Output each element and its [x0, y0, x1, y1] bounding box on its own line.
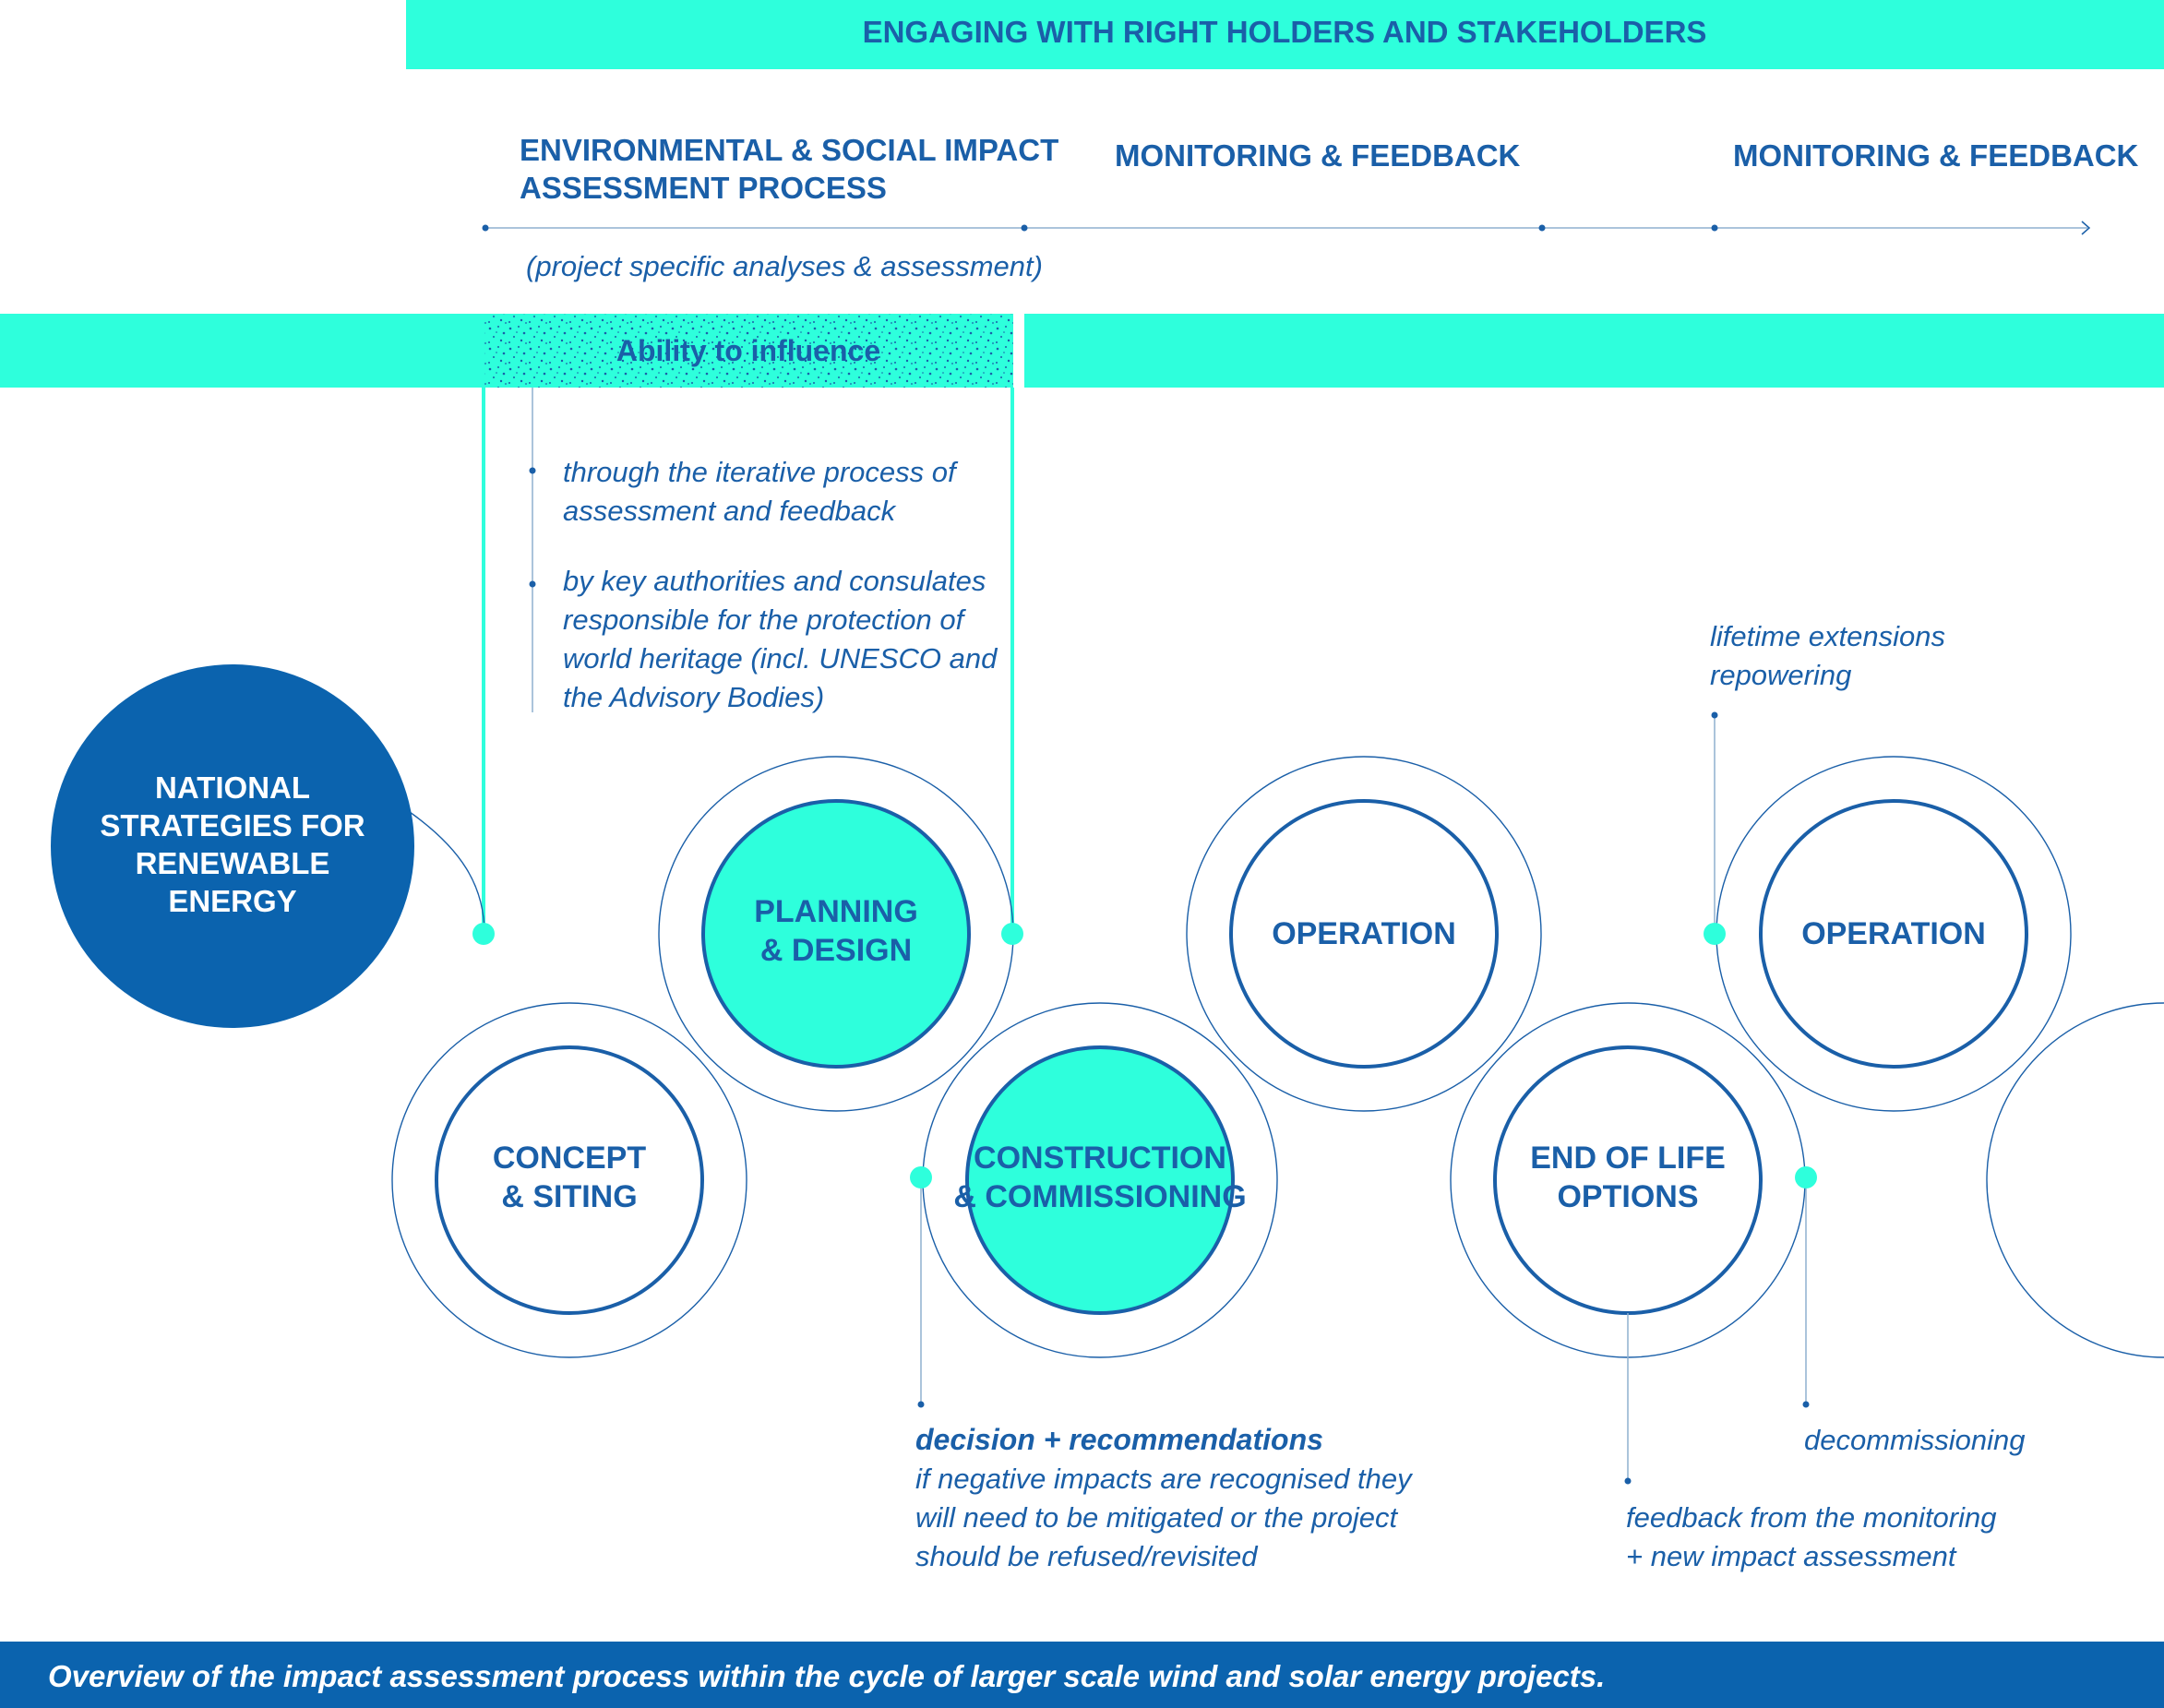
operation-circle-2 — [1759, 799, 2028, 1069]
monitoring-heading-2: MONITORING & FEEDBACK — [1733, 138, 2139, 173]
influence-band-highlight — [484, 314, 1013, 388]
lifetime-dot — [1711, 711, 1718, 719]
decision-dot — [917, 1401, 925, 1408]
planning-line1: PLANNING — [754, 894, 918, 929]
caption-text: Overview of the impact assessment proces… — [48, 1659, 1605, 1693]
influence-label: Ability to influence — [616, 334, 880, 367]
national-line3: RENEWABLE — [136, 846, 330, 880]
lifetime-line2: repowering — [1710, 659, 1851, 691]
top-banner-text: ENGAGING WITH RIGHT HOLDERS AND STAKEHOL… — [863, 15, 1707, 49]
construction-line2: & COMMISSIONING — [953, 1179, 1246, 1214]
operation-2-label: OPERATION — [1801, 916, 1986, 951]
decision-line1: if negative impacts are recognised they — [915, 1463, 1414, 1495]
bullet2-line2: responsible for the protection of — [563, 603, 967, 636]
endoflife-line2: OPTIONS — [1557, 1179, 1698, 1214]
bullet2-line1: by key authorities and consulates — [563, 565, 986, 597]
top-banner — [406, 0, 2164, 69]
feedback-line2: + new impact assessment — [1626, 1540, 1957, 1572]
operation-1-label: OPERATION — [1272, 916, 1456, 951]
feedback-line1: feedback from the monitoring — [1626, 1501, 1997, 1534]
construction-circle — [965, 1045, 1235, 1315]
national-strategies-circle — [51, 664, 414, 1028]
phase-timeline — [482, 221, 2091, 235]
influence-band-left — [0, 314, 484, 388]
construction-line1: CONSTRUCTION — [974, 1141, 1226, 1176]
esia-subtitle: (project specific analyses & assessment) — [526, 250, 1043, 282]
bullet2-line3: world heritage (incl. UNESCO and — [563, 642, 998, 675]
influence-band-right — [1024, 314, 2164, 388]
lifetime-line1: lifetime extensions — [1710, 620, 1945, 652]
concept-line2: & SITING — [501, 1179, 637, 1214]
bullet-dot-2 — [529, 580, 536, 588]
endoflife-line1: END OF LIFE — [1530, 1141, 1726, 1176]
concept-siting-circle — [435, 1045, 704, 1315]
esia-heading-line1: ENVIRONMENTAL & SOCIAL IMPACT — [520, 133, 1058, 167]
connector-dots — [472, 923, 1817, 1188]
bullet1-line1: through the iterative process of — [563, 456, 959, 488]
decommissioning-dot — [1802, 1401, 1810, 1408]
monitoring-heading-1: MONITORING & FEEDBACK — [1115, 138, 1521, 173]
planning-line2: & DESIGN — [760, 933, 912, 968]
planning-design-circle — [701, 799, 971, 1069]
feedback-dot — [1624, 1477, 1632, 1485]
caption-bar — [0, 1642, 2164, 1708]
bullet2-line4: the Advisory Bodies) — [563, 681, 824, 713]
decommissioning-label: decommissioning — [1804, 1424, 2026, 1456]
national-line4: ENERGY — [168, 884, 296, 918]
national-line1: NATIONAL — [155, 770, 310, 805]
decision-line2: will need to be mitigated or the project — [915, 1501, 1399, 1534]
national-line2: STRATEGIES FOR — [100, 808, 365, 842]
bullet1-line2: assessment and feedback — [563, 495, 897, 527]
decision-line3: should be refused/revisited — [915, 1540, 1259, 1572]
operation-circle-1 — [1229, 799, 1499, 1069]
bullet-dot-1 — [529, 467, 536, 474]
decision-title: decision + recommendations — [915, 1423, 1323, 1456]
esia-heading-line2: ASSESSMENT PROCESS — [520, 171, 887, 205]
concept-line1: CONCEPT — [493, 1141, 646, 1176]
